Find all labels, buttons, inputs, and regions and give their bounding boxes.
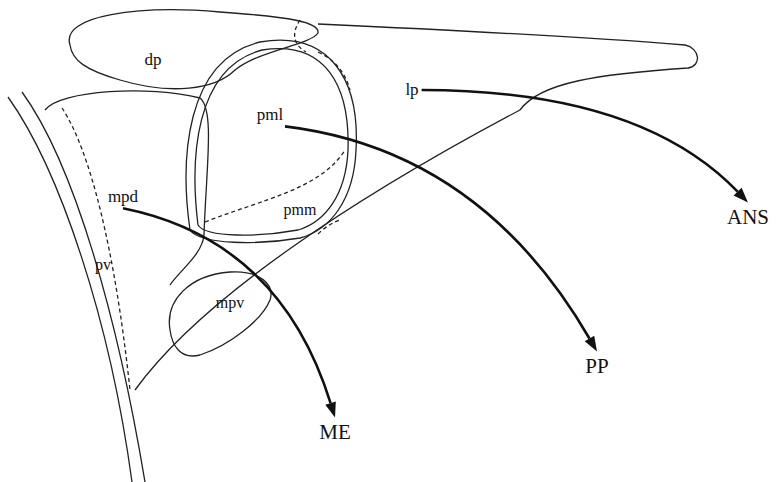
projection-arrow	[285, 126, 597, 351]
region-label: PP	[582, 353, 611, 380]
region-name: PP	[585, 355, 608, 378]
dashed-boundary	[318, 220, 340, 234]
region-label: mpd	[105, 186, 141, 209]
region-name: ME	[319, 421, 351, 444]
region-name: dp	[145, 51, 162, 70]
ventricle-wall	[22, 92, 145, 482]
region-label: lp	[402, 79, 421, 102]
lp-outline	[318, 24, 697, 110]
pm-outer-outline	[186, 40, 356, 242]
region-label: mpv	[213, 292, 247, 314]
region-name: pv	[95, 256, 111, 274]
region-label: ME	[316, 419, 354, 446]
region-name: mpv	[216, 294, 244, 312]
pm-inner-outline	[195, 49, 348, 235]
mpv-outline	[169, 272, 271, 356]
dp-outline	[69, 10, 318, 89]
arrow-head	[325, 401, 336, 417]
region-label: pmm	[281, 199, 320, 221]
arrow-line	[285, 126, 589, 338]
region-name: ANS	[727, 206, 769, 229]
region-name: mpd	[108, 188, 138, 207]
projection-arrow	[123, 208, 336, 417]
ventricle-wall	[8, 97, 132, 482]
region-name: pml	[257, 106, 283, 125]
dashed-boundary	[62, 108, 130, 390]
region-name: lp	[405, 81, 418, 100]
projection-arrow	[422, 90, 748, 202]
region-label: pml	[254, 104, 286, 127]
arrow-head	[585, 336, 597, 352]
region-label: dp	[142, 49, 165, 72]
dashed-boundary	[295, 20, 306, 52]
arrow-head	[734, 188, 748, 203]
arrow-line	[123, 208, 331, 403]
region-name: pmm	[284, 201, 317, 219]
arrow-line	[422, 90, 738, 192]
dashed-boundary	[318, 52, 350, 90]
region-label: pv	[92, 254, 114, 276]
dashed-boundary	[205, 150, 345, 222]
region-label: ANS	[724, 204, 772, 231]
lower-boundary	[135, 110, 520, 390]
